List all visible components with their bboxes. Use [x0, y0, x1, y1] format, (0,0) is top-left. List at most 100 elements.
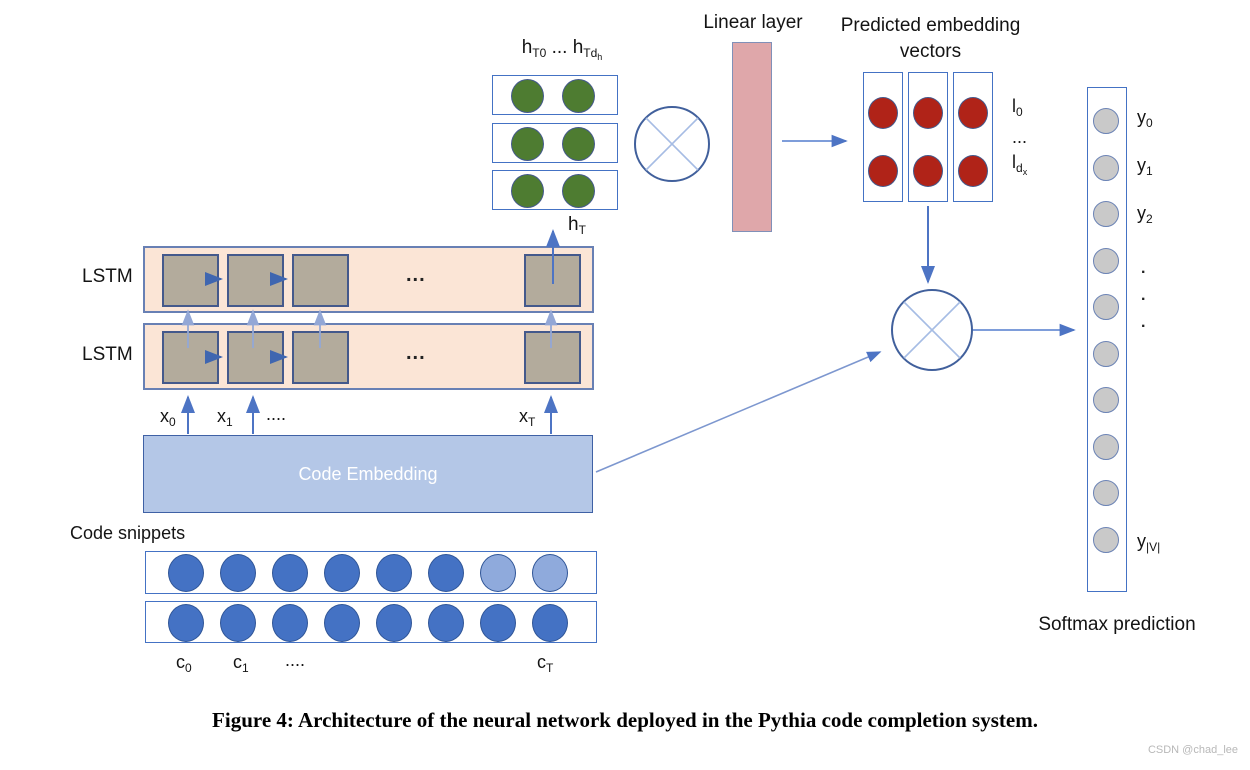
lstm-cell [292, 254, 349, 307]
lstm-ellipsis-bottom: ... [406, 342, 426, 364]
yv-base: y [1137, 531, 1146, 551]
softmax-output-circle [1093, 201, 1119, 227]
code-snippet-circle [220, 554, 256, 592]
hidden-state-circle [562, 127, 595, 161]
lstm-layer-top [143, 246, 594, 313]
x0-base: x [160, 406, 169, 426]
embedding-vector-box [863, 72, 903, 202]
lstm-cell [227, 331, 284, 384]
y0-base: y [1137, 107, 1146, 127]
ht-sub: T [578, 223, 586, 237]
x0-sub: 0 [169, 415, 176, 429]
lstm-cell [524, 254, 581, 307]
embedding-vector-circle [913, 97, 943, 129]
l0-sub: 0 [1016, 105, 1023, 119]
hidden-header-subsub2: h [597, 52, 603, 62]
softmax-output-circle [1093, 247, 1119, 274]
embedding-vector-circle [958, 155, 988, 187]
lstm-layer-bottom [143, 323, 594, 390]
softmax-output-circle [1093, 340, 1119, 367]
code-snippet-circle [168, 554, 204, 592]
embedding-vector-box [908, 72, 948, 202]
hidden-state-circle [562, 79, 595, 113]
lstm-label-bottom: LSTM [82, 344, 133, 365]
predicted-embedding-line2: vectors [899, 41, 962, 62]
embedding-vector-circle [868, 97, 898, 129]
ct-sub: T [546, 661, 554, 675]
code-snippet-circle [480, 554, 516, 592]
y0-sub: 0 [1146, 116, 1153, 130]
code-snippet-row [145, 601, 597, 643]
code-snippet-circle [168, 604, 204, 642]
y1-sub: 1 [1146, 164, 1153, 178]
code-snippet-circle [272, 554, 308, 592]
xt-label: xT [519, 406, 535, 429]
xt-base: x [519, 406, 528, 426]
code-snippet-circle [428, 604, 464, 642]
embedding-vector-circle [913, 155, 943, 187]
lstm-cell [524, 331, 581, 384]
ht-label: hT [568, 214, 586, 237]
ct-base: c [537, 652, 546, 672]
code-snippet-circle [324, 604, 360, 642]
lstm-cell [227, 254, 284, 307]
lstm-cell [162, 254, 219, 307]
yv-label: y|V| [1137, 531, 1160, 554]
ldx-subsub: x [1022, 167, 1028, 177]
lstm-ellipsis-top: ... [406, 264, 426, 286]
softmax-output-circle [1093, 480, 1119, 506]
y-dot-2: . [1141, 287, 1146, 304]
softmax-prediction-label: Softmax prediction [1038, 614, 1196, 635]
softmax-output-circle [1093, 387, 1119, 413]
l-dots-label: ... [1012, 127, 1028, 147]
hidden-state-box [492, 75, 618, 115]
l0-label: l0 [1012, 96, 1023, 119]
predicted-embedding-line1: Predicted embedding [840, 15, 1021, 36]
hidden-state-circle [511, 79, 544, 113]
hidden-header-base1: h [521, 37, 533, 58]
figure-caption: Figure 4: Architecture of the neural net… [212, 708, 1038, 732]
ldx-sub: d [1016, 161, 1023, 175]
embedding-to-lstm-arrows [181, 395, 558, 434]
softmax-output-circle [1093, 294, 1119, 320]
y-dot-3: . [1141, 314, 1146, 331]
code-snippet-circle [480, 604, 516, 642]
hidden-states-header: hT0 ... hTdh [487, 37, 637, 62]
embedding-vector-circle [958, 97, 988, 129]
hidden-header-base2: h [572, 37, 584, 58]
x0-label: x0 [160, 406, 176, 429]
y1-label: y1 [1137, 155, 1153, 178]
hidden-state-circle [562, 174, 595, 208]
c-dots-label: .... [285, 650, 306, 670]
y2-sub: 2 [1146, 212, 1153, 226]
softmax-output-circle [1093, 526, 1119, 553]
embedding-vector-circle [868, 155, 898, 187]
yv-sub: |V| [1146, 540, 1161, 554]
linear-layer-box [732, 42, 772, 232]
code-snippet-circle [532, 554, 568, 592]
ldx-label: ldx [1012, 152, 1027, 177]
c1-base: c [233, 652, 242, 672]
x1-base: x [217, 406, 226, 426]
code-snippet-circle [376, 604, 412, 642]
code-snippet-circle [532, 604, 568, 642]
code-snippet-circle [376, 554, 412, 592]
hidden-state-box [492, 170, 618, 210]
code-snippet-circle [324, 554, 360, 592]
hidden-header-dots: ... [551, 37, 568, 58]
c0-sub: 0 [185, 661, 192, 675]
y0-label: y0 [1137, 107, 1153, 130]
x1-sub: 1 [226, 415, 233, 429]
code-embedding-box: Code Embedding [143, 435, 593, 513]
multiply-product-icon-right [891, 289, 973, 371]
x-dots-label: .... [266, 404, 287, 424]
code-snippets-label: Code snippets [70, 523, 186, 543]
y-dot-1: . [1141, 260, 1146, 277]
lstm-cell [162, 331, 219, 384]
predicted-embedding-label: Predicted embedding vectors [828, 13, 1033, 65]
y2-label: y2 [1137, 203, 1153, 226]
x1-label: x1 [217, 406, 233, 429]
lstm-cell [292, 331, 349, 384]
c1-label: c1 [233, 652, 249, 675]
hidden-state-box [492, 123, 618, 163]
